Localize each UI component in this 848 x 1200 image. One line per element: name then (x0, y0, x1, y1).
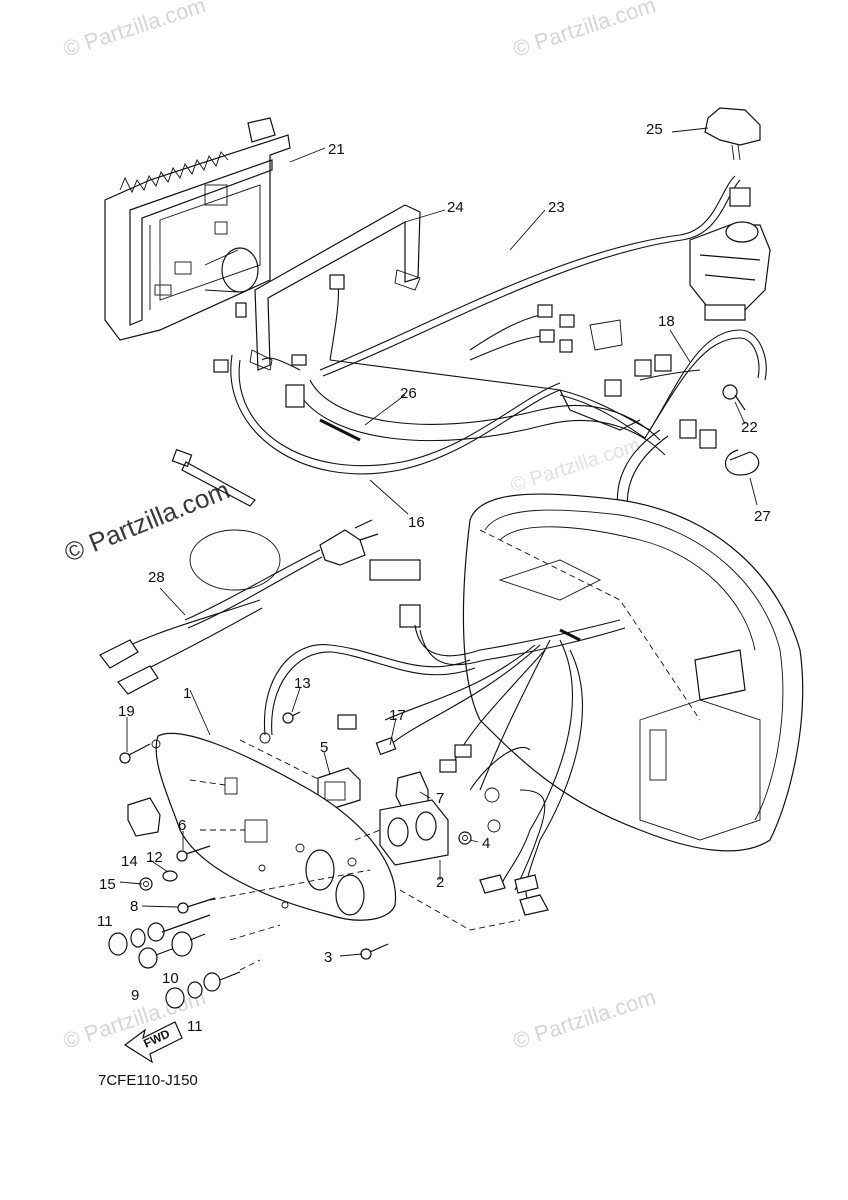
callout-7: 7 (436, 790, 444, 807)
generator-body (369, 493, 804, 852)
wire-harness-panel (259, 619, 626, 916)
callout-23: 23 (548, 199, 565, 216)
part-8-screw (177, 897, 216, 914)
callout-1: 1 (183, 685, 191, 702)
part-27-clamp (724, 449, 760, 476)
cable-tie (171, 448, 256, 507)
callout-18: 18 (658, 313, 675, 330)
fwd-arrow-icon: FWD (123, 1021, 183, 1064)
part-22-bolt (722, 384, 746, 411)
part-28-cord (99, 519, 379, 695)
part-19-screw (119, 743, 151, 764)
carburetor (689, 187, 771, 321)
callout-9: 9 (131, 987, 139, 1004)
part-24-bracket (249, 204, 421, 371)
callout-24: 24 (447, 199, 464, 216)
callout-27: 27 (754, 508, 771, 525)
callout-14: 14 (121, 853, 138, 870)
callout-6: 6 (178, 817, 186, 834)
callout-3: 3 (324, 949, 332, 966)
callout-21: 21 (328, 141, 345, 158)
callout-2: 2 (436, 874, 444, 891)
part-11-knob-lower (165, 971, 241, 1009)
part-14-washer (162, 870, 178, 882)
callout-11-upper: 11 (97, 913, 113, 930)
guide-lines (209, 869, 371, 971)
callout-28: 28 (148, 569, 165, 586)
part-12-cover (127, 797, 161, 837)
callout-10: 10 (162, 970, 179, 987)
part-21-inverter-housing (104, 117, 291, 341)
part-2-outlet (379, 799, 449, 866)
part-15-nut (139, 877, 153, 891)
part-3-screw (360, 943, 389, 960)
callout-4: 4 (482, 835, 490, 852)
leader-lines (119, 127, 758, 957)
part-11-knob (108, 914, 211, 956)
callout-22: 22 (741, 419, 758, 436)
wire-harness-main (213, 175, 767, 523)
callout-25: 25 (646, 121, 663, 138)
part-10-holder (171, 931, 206, 957)
callout-11-lower: 11 (187, 1018, 203, 1035)
callout-13: 13 (294, 675, 311, 692)
callout-15: 15 (99, 876, 116, 893)
part-25-cap (704, 107, 761, 161)
part-1-control-panel (151, 732, 521, 931)
part-6-screw (176, 845, 211, 862)
callout-8: 8 (130, 898, 138, 915)
callout-12: 12 (146, 849, 163, 866)
diagram-code: 7CFE110-J150 (98, 1072, 198, 1089)
callout-26: 26 (400, 385, 417, 402)
callout-16: 16 (408, 514, 425, 531)
callout-labels: 21 24 23 25 18 26 16 22 27 28 1 19 13 5 … (97, 121, 771, 1035)
part-13-screw (282, 711, 301, 724)
callout-17: 17 (389, 707, 406, 724)
callout-5: 5 (320, 739, 328, 756)
callout-19: 19 (118, 703, 135, 720)
part-4-nut (458, 831, 472, 845)
